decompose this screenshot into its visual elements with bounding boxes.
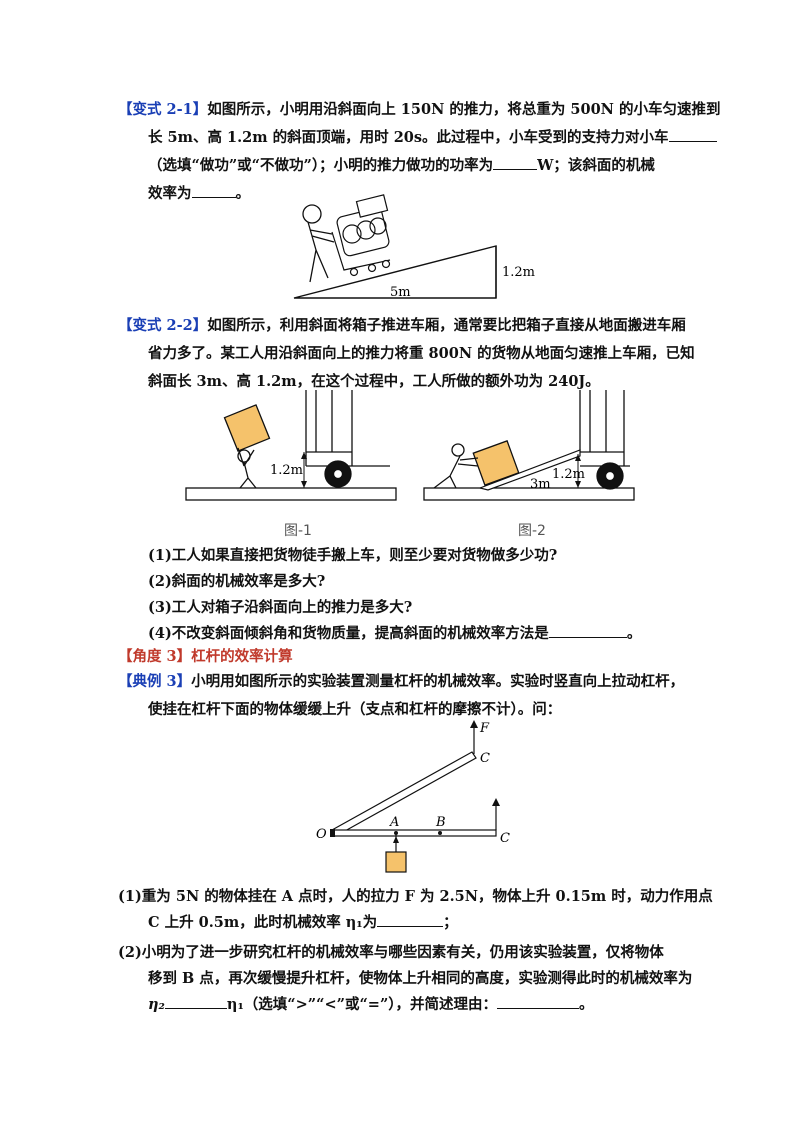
angle-3-heading: 【角度 3】杠杆的效率计算 — [118, 643, 698, 671]
problem-2-1-line1: 如图所示，小明用沿斜面向上 150N 的推力，将总重为 500N 的小车匀速推到 — [207, 101, 721, 118]
ramp — [477, 449, 581, 491]
example-3-tag: 【典例 3】 — [118, 673, 192, 690]
answer-blank[interactable] — [548, 623, 627, 638]
angle-3-tag: 【角度 3】 — [118, 648, 192, 665]
answer-blank[interactable] — [164, 994, 227, 1009]
fig2-length-label: 3m — [530, 477, 551, 492]
answer-blank[interactable] — [668, 127, 717, 142]
answer-blank[interactable] — [497, 994, 580, 1009]
incline-cart-figure: 1.2m 5m — [293, 194, 535, 300]
horizontal-lever — [331, 829, 497, 837]
raised-lever — [331, 751, 477, 837]
answer-blank[interactable] — [377, 912, 444, 927]
problem-2-2-tag: 【变式 2-2】 — [118, 317, 208, 334]
lever-figure: F C O A B C — [316, 720, 510, 873]
label-B: B — [435, 815, 446, 830]
question-2-2-1: (1)工人如果直接把货物徒手搬上车，则至少要对货物做多少功? — [148, 547, 558, 564]
problem-2-1-line4: 效率为 — [148, 185, 192, 202]
label-F: F — [479, 721, 490, 736]
label-A: A — [389, 815, 399, 830]
label-C-top: C — [480, 751, 490, 766]
example-3-q2: (2)小明为了进一步研究杠杆的机械效率与哪些因素有关，仍用该实验装置，仅将物体 … — [118, 944, 693, 1013]
label-O: O — [316, 827, 327, 842]
problem-2-1-line3b: W；该斜面的机械 — [537, 157, 655, 174]
question-2-2-2: (2)斜面的机械效率是多大? — [148, 573, 326, 590]
angle-3-title: 杠杆的效率计算 — [191, 648, 293, 665]
example-3-q1: (1)重为 5N 的物体挂在 A 点时，人的拉力 F 为 2.5N，物体上升 0… — [118, 888, 713, 931]
figure-1-caption: 图-1 — [284, 523, 312, 539]
fig1-height-label: 1.2m — [270, 463, 303, 478]
answer-blank[interactable] — [191, 183, 236, 198]
problem-2-1-line3a: （选填“做功”或“不做功”）；小明的推力做功的功率为 — [148, 157, 494, 174]
person-pushing-icon — [302, 204, 335, 283]
question-2-2-3: (3)工人对箱子沿斜面向上的推力是多大? — [148, 599, 413, 616]
problem-2-2-line3: 斜面长 3m、高 1.2m，在这个过程中，工人所做的额外功为 240J。 — [148, 373, 600, 390]
problem-2-1: 【变式 2-1】如图所示，小明用沿斜面向上 150N 的推力，将总重为 500N… — [118, 101, 721, 202]
fig2-height-label: 1.2m — [552, 467, 585, 482]
worker-pushing-box-icon — [433, 440, 520, 489]
cart-icon — [331, 194, 391, 277]
worker-carrying-box-icon — [223, 404, 271, 489]
example-3: 【典例 3】小明用如图所示的实验装置测量杠杆的机械效率。实验时竖直向上拉动杠杆，… — [118, 668, 728, 724]
incline-length-label: 5m — [390, 285, 411, 300]
answer-blank[interactable] — [493, 155, 538, 170]
problem-2-2-line1: 如图所示，利用斜面将箱子推进车厢，通常要比把箱子直接从地面搬进车厢 — [207, 317, 686, 334]
example-3-line1: 小明用如图所示的实验装置测量杠杆的机械效率。实验时竖直向上拉动杠杆， — [191, 673, 685, 690]
truck-icon — [579, 390, 630, 490]
figure-2-ramp: 1.2m 3m — [423, 390, 635, 501]
incline-height-label: 1.2m — [502, 265, 535, 280]
truck-icon — [305, 390, 390, 488]
problem-2-1-tag: 【变式 2-1】 — [118, 101, 208, 118]
label-C-bottom: C — [500, 831, 510, 846]
question-2-2-4: (4)不改变斜面倾斜角和货物质量，提高斜面的机械效率方法是。 — [148, 623, 642, 642]
problem-2-1-line2: 长 5m、高 1.2m 的斜面顶端，用时 20s。此过程中，小车受到的支持力对小… — [148, 129, 669, 146]
figure-2-caption: 图-2 — [518, 523, 546, 539]
problem-2-2-line2: 省力多了。某工人用沿斜面向上的推力将重 800N 的货物从地面匀速推上车厢，已知 — [148, 345, 695, 362]
hanging-weight — [385, 851, 407, 873]
problem-2-2: 【变式 2-2】如图所示，利用斜面将箱子推进车厢，通常要比把箱子直接从地面搬进车… — [118, 312, 728, 396]
example-3-line2: 使挂在杠杆下面的物体缓缓上升（支点和杠杆的摩擦不计）。问： — [148, 701, 562, 718]
figure-1-direct-lift: 1.2m — [185, 390, 397, 501]
